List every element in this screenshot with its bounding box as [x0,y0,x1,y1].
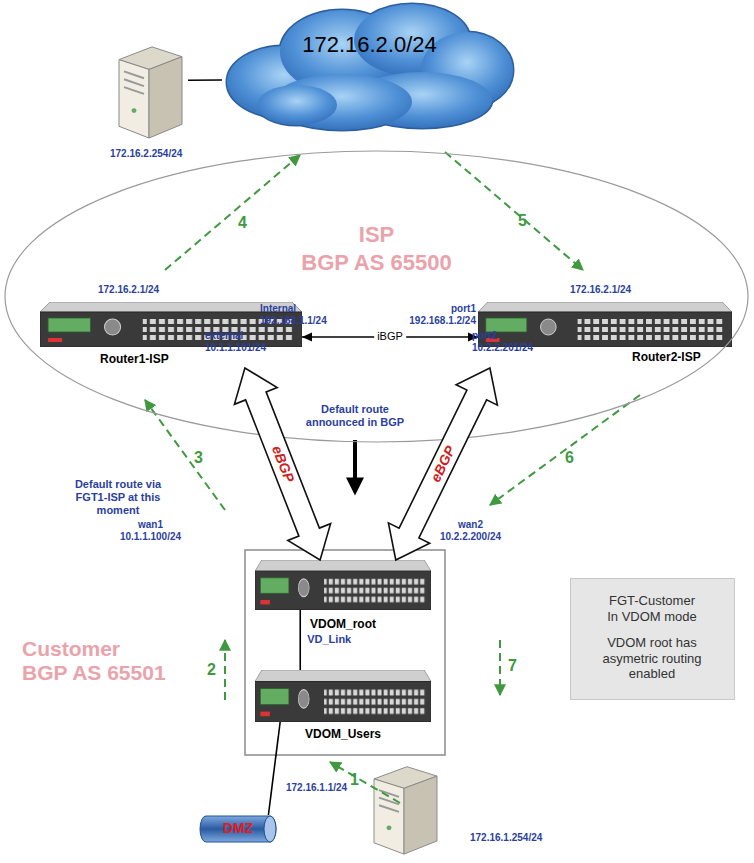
bgp-session-arrow [234,368,330,560]
connector [234,368,330,560]
device-name: Router1-ISP [100,352,169,366]
pipe-body [200,816,276,842]
zone-title: BGP AS 65500 [4,250,749,276]
zone-ellipse [5,151,748,442]
firewall-icon [255,560,431,610]
vdom-node: VDOM_Users [255,670,431,722]
zone-title: ISP [4,222,749,248]
callout-number: 2 [207,660,216,679]
callout-number: 7 [508,656,517,675]
ellipse-outline [4,150,749,443]
device-name: VDOM_root [255,617,431,631]
device-name: VDOM_Users [255,727,431,741]
route-note: Default route announced in BGP [305,403,405,429]
default-route-arrow [353,440,357,492]
cloud-outline [222,0,517,132]
interface-label: port2 10.2.2.201/24 [472,330,560,354]
flow-arrow [224,640,226,700]
connector [188,79,222,80]
server-icon [119,47,182,138]
link-line [188,79,222,81]
router-icon [478,302,732,347]
interface-label: wan2 10.2.2.200/24 [428,519,513,543]
interface-label: port1 192.168.1.2/24 [388,303,476,327]
server-node: 172.16.1.254/24 [368,760,558,858]
ip-address: 172.16.1.1/24 [286,782,347,794]
zone-title: BGP AS 65501 [22,660,166,685]
isp-zone: ISPBGP AS 65500Router1-ISP Router2-ISP [4,150,749,443]
arrow-head [302,333,312,342]
device-name: Router2-ISP [632,350,701,364]
segment-name: DMZ [200,820,276,837]
connector [300,610,301,670]
note-box: FGT-Customer In VDOM modeVDOM root has a… [570,578,735,700]
ip-address: 172.16.2.1/24 [570,284,631,296]
callout-number: 6 [565,448,574,467]
dmz-segment: DMZ [200,815,276,843]
connector-label: iBGP [374,330,406,343]
cloud-lobe [257,85,337,125]
network-cloud: 172.16.2.0/24 [222,0,517,132]
link-line [268,722,280,815]
flow-arrow [445,152,583,270]
cloud-outline [257,85,337,125]
network-address: 172.16.2.0/24 [222,32,517,58]
callout-number: 4 [238,213,247,232]
ip-address: 172.16.1.254/24 [470,832,542,844]
link-line [299,610,301,670]
vdom-node: VDOM_root [255,560,431,610]
connector-label: eBGP [427,443,459,485]
connector-label: VD_Link [307,633,351,646]
callout-number: 1 [350,770,359,789]
note-text: VDOM root has asymetric routing enabled [602,635,702,682]
fortigate-enclosure [245,550,445,755]
callout-number: 5 [518,211,527,230]
connector [268,722,280,815]
callout-number: 3 [194,448,203,467]
interface-label: Internal 192.168.1.1/24 [260,303,348,327]
note-text: FGT-Customer In VDOM mode [602,593,702,624]
flow-arrow [499,640,501,695]
ip-address: 172.16.2.254/24 [110,148,182,160]
traffic-flow [145,152,640,803]
firewall-icon [255,670,431,722]
pipe-cap [264,816,276,842]
router-node: Router2-ISP [478,300,732,368]
server-icon [374,767,437,854]
interface-label: wan1 10.1.1.100/24 [108,519,193,543]
interface-label: external 10.1.1.101/24 [205,330,293,354]
route-note: Default route via FGT1-ISP at this momen… [58,478,178,518]
zone-title: Customer [22,636,120,661]
flow-arrow [490,395,640,505]
ip-address: 172.16.2.1/24 [98,284,159,296]
server-node: 172.16.2.254/24 [108,40,188,162]
connector-label: eBGP [268,443,298,485]
